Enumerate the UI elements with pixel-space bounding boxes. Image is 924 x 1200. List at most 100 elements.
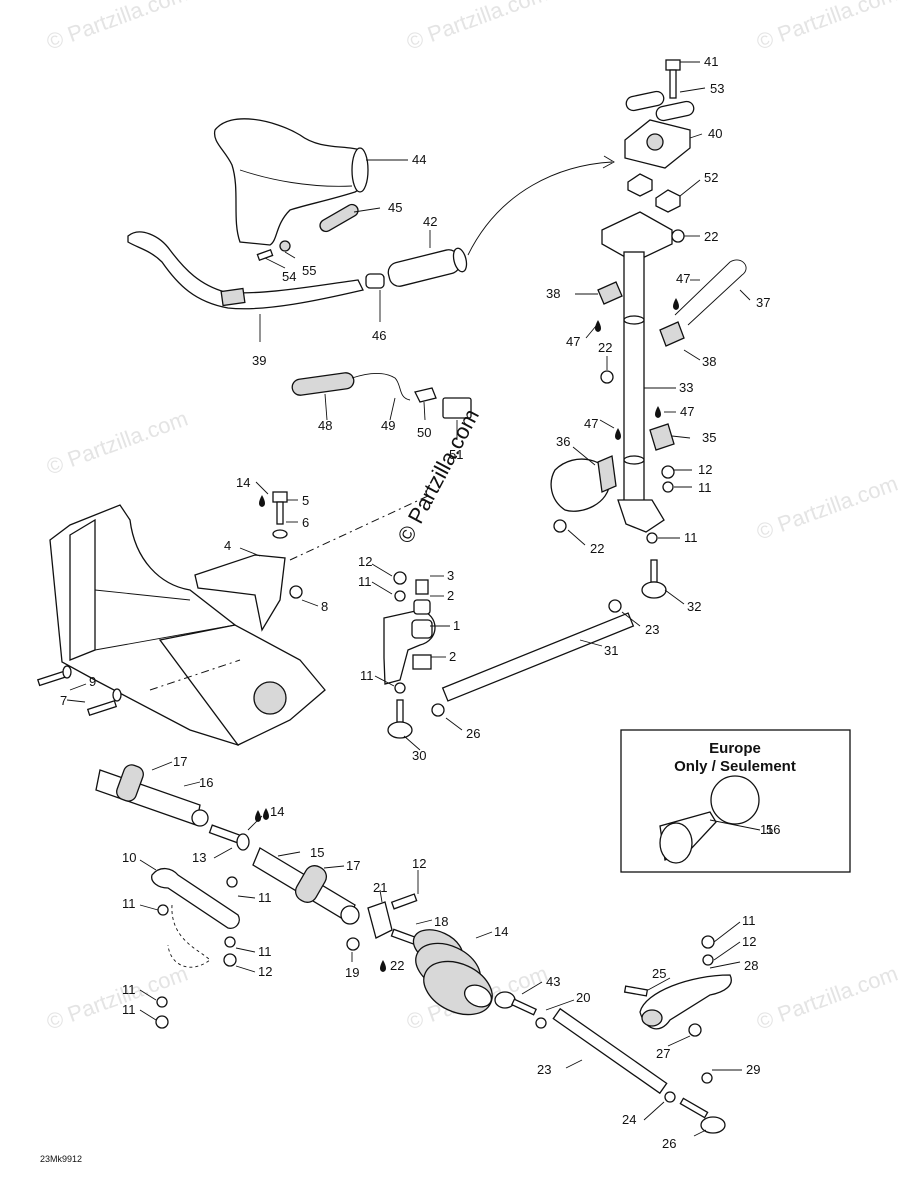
callout-label: 49	[381, 418, 395, 433]
shaft-16-17	[95, 764, 209, 827]
callout-label: 22	[598, 340, 612, 355]
callout-label: 18	[434, 914, 448, 929]
bolts-7-9	[36, 665, 122, 716]
connector-50-51	[414, 387, 472, 419]
grease-drop-icon	[259, 495, 265, 507]
arrow-to-column	[467, 161, 613, 256]
callout-label: 37	[756, 295, 770, 310]
callout-label: 26	[466, 726, 480, 741]
callout-label: 17	[173, 754, 187, 769]
grip-45	[319, 203, 359, 233]
callout-label: 27	[656, 1046, 670, 1061]
drawing-code: 23Mk9912	[40, 1154, 82, 1164]
callout-label: 11	[360, 668, 374, 683]
grease-drop-icon	[673, 298, 679, 310]
watermark: © Partzilla.com	[753, 961, 901, 1035]
bolt-41	[665, 59, 681, 99]
callout-label: 53	[710, 81, 724, 96]
watermark: © Partzilla.com	[753, 471, 901, 545]
callout-label: 28	[744, 958, 758, 973]
callout-label: 20	[576, 990, 590, 1005]
callout-label: 47	[566, 334, 580, 349]
callout-label: 7	[60, 693, 67, 708]
tie-rod-end-25	[664, 1091, 726, 1134]
grease-drop-icon	[655, 406, 661, 418]
callout-label: 38	[702, 354, 716, 369]
callout-label: 40	[708, 126, 722, 141]
callout-label: 33	[679, 380, 693, 395]
tie-rod-31	[431, 599, 635, 717]
callout-label: 11	[760, 822, 774, 837]
arrow-head	[602, 155, 615, 169]
bracket-4	[194, 554, 286, 632]
callout-label: 11	[258, 944, 272, 959]
callout-label: 10	[122, 850, 136, 865]
callout-label: 23	[645, 622, 659, 637]
callout-label: 4	[224, 538, 231, 553]
grease-drop-icon	[595, 320, 601, 332]
callouts: 41 53 40 52 22 47 37 38 47 38 22 33 47 4…	[60, 54, 774, 1151]
centerline-frame-2	[149, 659, 241, 691]
grease-drop-icon	[255, 810, 261, 822]
watermark: © Partzilla.com	[403, 0, 551, 55]
callout-label: 8	[321, 599, 328, 614]
callout-label: 22	[390, 958, 404, 973]
u-bolt-37	[674, 259, 747, 326]
callout-label: 31	[604, 643, 618, 658]
brand-watermark: © Partzilla.com	[392, 405, 484, 548]
callout-label: 16	[199, 775, 213, 790]
callout-label: 2	[447, 588, 454, 603]
tie-rod-end-30	[387, 699, 413, 739]
callout-label: 11	[684, 530, 698, 545]
tie-rod-end-20	[494, 991, 547, 1029]
centerline-frame	[289, 494, 431, 561]
plate-53	[625, 90, 695, 122]
watermark: © Partzilla.com	[753, 0, 901, 55]
arm-10	[151, 867, 240, 968]
callout-label: 22	[704, 229, 718, 244]
watermark: © Partzilla.com	[43, 406, 191, 480]
column-33	[601, 211, 673, 533]
grease-drop-icons	[255, 298, 679, 972]
callout-label: 13	[192, 850, 206, 865]
callout-label: 25	[652, 966, 666, 981]
washers-nuts-left	[155, 876, 238, 1029]
callout-label: 12	[258, 964, 272, 979]
washers-nuts-right	[688, 935, 715, 1084]
callout-label: 11	[122, 982, 136, 997]
boot-43	[412, 929, 493, 1016]
nuts-22-12-11	[553, 229, 685, 544]
inset-line2: Only / Seulement	[674, 758, 796, 775]
callout-label: 22	[590, 541, 604, 556]
callout-label: 11	[742, 913, 756, 928]
clamp-40	[624, 119, 691, 169]
callout-label: 17	[346, 858, 360, 873]
callout-label: 47	[676, 271, 690, 286]
callout-label: 2	[449, 649, 456, 664]
callout-label: 14	[270, 804, 284, 819]
handlebar-pad-44	[213, 118, 369, 246]
callout-label: 14	[236, 475, 250, 490]
callout-label: 42	[423, 214, 437, 229]
callout-label: 51	[449, 447, 463, 462]
watermark: © Partzilla.com	[43, 0, 191, 55]
callout-label: 52	[704, 170, 718, 185]
callout-label: 3	[447, 568, 454, 583]
callout-label: 35	[702, 430, 716, 445]
callout-label: 43	[546, 974, 560, 989]
callout-label: 5	[302, 493, 309, 508]
tie-rod-24	[552, 1007, 668, 1095]
bushings-38-35-36	[550, 281, 685, 512]
grease-drop-icon	[380, 960, 386, 972]
callout-label: 19	[345, 965, 359, 980]
callout-label: 24	[622, 1112, 636, 1127]
callout-label: 12	[698, 462, 712, 477]
tie-rod-end-32	[641, 559, 667, 599]
callout-label: 11	[258, 890, 272, 905]
callout-label: 41	[704, 54, 718, 69]
callout-label: 12	[358, 554, 372, 569]
callout-label: 29	[746, 1062, 760, 1077]
handlebar-39	[127, 231, 364, 310]
callout-label: 30	[412, 748, 426, 763]
